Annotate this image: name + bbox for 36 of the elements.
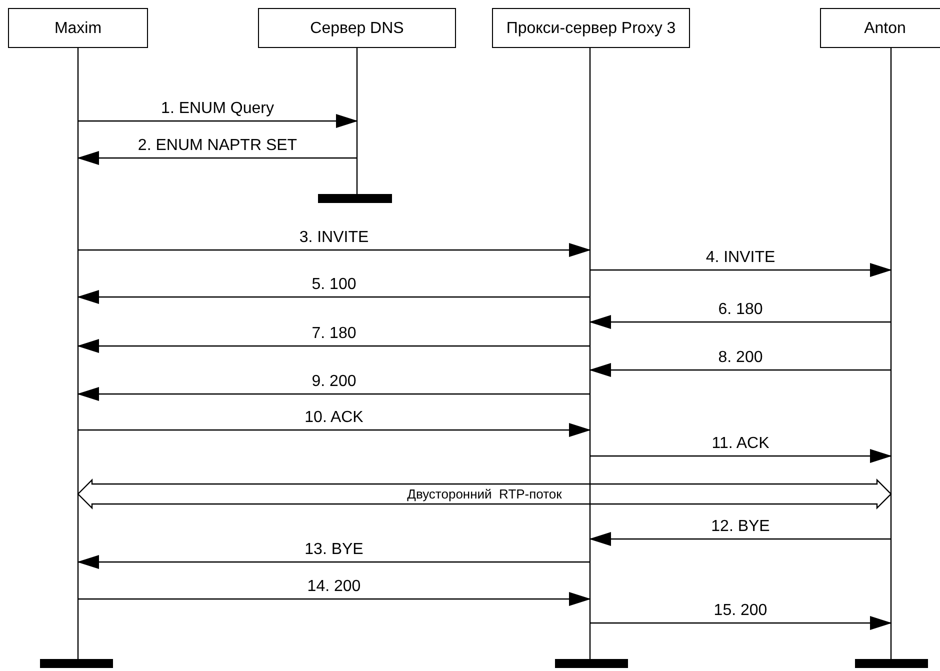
edge-label: 4. INVITE	[706, 249, 776, 267]
message-arrow	[590, 449, 892, 463]
edge-label: 11. ACK	[712, 435, 770, 453]
message-arrow	[77, 151, 357, 165]
message-arrow	[590, 616, 892, 630]
message-arrow	[590, 263, 892, 277]
edge-label: 5. 100	[312, 276, 356, 294]
edge-label: 8. 200	[718, 349, 763, 367]
message-arrow	[77, 339, 590, 353]
message-arrow	[589, 532, 891, 546]
edge-label: 2. ENUM NAPTR SET	[138, 137, 298, 155]
message-arrow	[78, 423, 591, 437]
bidirectional-arrow	[77, 478, 892, 510]
message-arrow	[589, 363, 891, 377]
edge-label: 13. BYE	[304, 541, 364, 559]
message-arrow	[589, 315, 891, 329]
participant-name: Maxim	[54, 20, 102, 36]
message-arrow	[78, 592, 591, 606]
message-arrow	[78, 243, 591, 257]
edge-label: 10. ACK	[304, 409, 364, 427]
edge-label: 7. 180	[312, 325, 356, 343]
participant-name: Прокси-сервер Proxy 3	[506, 20, 676, 36]
edge-label: Двусторонний RTP-поток	[407, 486, 562, 502]
edge-label: 15. 200	[714, 602, 768, 620]
edge-label: 12. BYE	[711, 518, 770, 536]
message-arrow	[77, 290, 590, 304]
edge-label: 3. INVITE	[299, 229, 369, 247]
participant-name: Anton	[864, 20, 906, 36]
edge-label: 9. 200	[312, 373, 356, 391]
edge-label: 14. 200	[307, 578, 361, 596]
message-arrow	[78, 114, 358, 128]
message-arrow	[77, 387, 590, 401]
message-arrow	[77, 555, 590, 569]
participant-name: Сервер DNS	[310, 20, 404, 36]
edge-label: 1. ENUM Query	[161, 100, 274, 118]
edge-label: 6. 180	[718, 301, 763, 319]
